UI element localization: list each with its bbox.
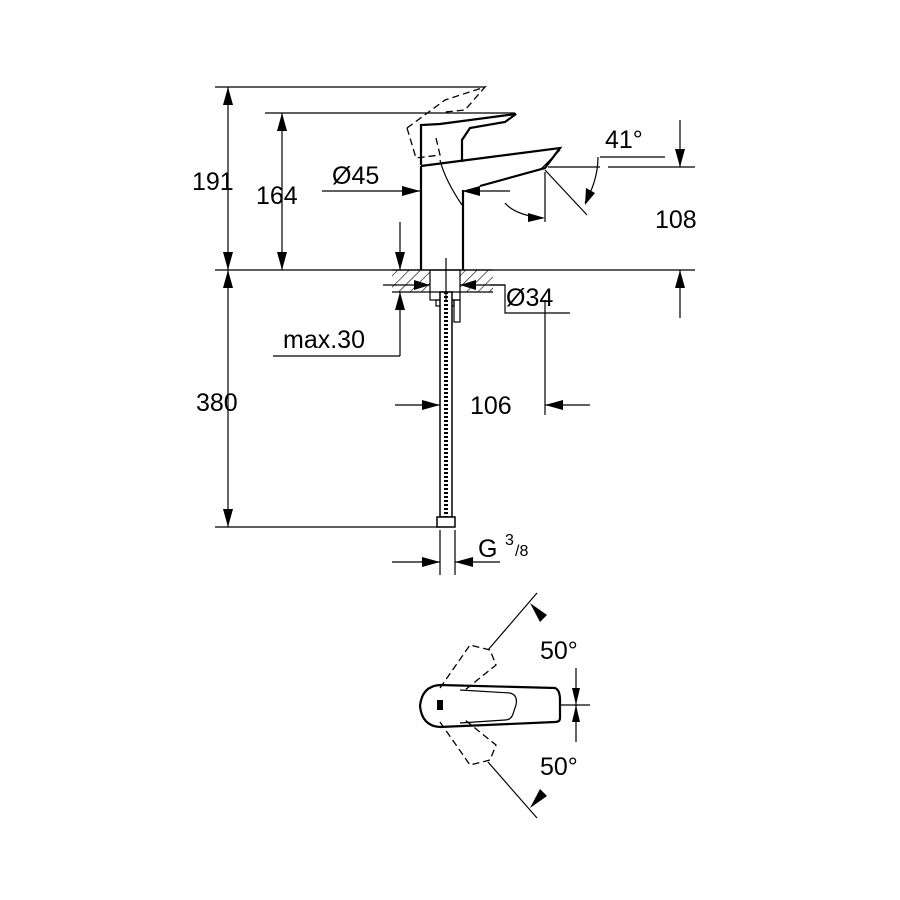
label-max30: max.30 <box>283 326 365 354</box>
label-thread-num: 3 <box>505 532 514 549</box>
label-41deg: 41° <box>605 126 643 154</box>
dimension-108: 108 <box>655 120 697 318</box>
label-swivel-right: 50° <box>540 753 578 781</box>
faucet-body <box>406 85 563 270</box>
dimension-164: 164 <box>256 113 298 270</box>
label-d34: Ø34 <box>506 284 553 312</box>
plan-view-lever: 50° 50° <box>418 592 590 819</box>
label-d45: Ø45 <box>332 162 379 190</box>
dimension-106: 106 <box>395 392 590 420</box>
dimension-d45: Ø45 <box>322 162 510 196</box>
dimension-41deg: 41° <box>504 126 665 222</box>
label-191: 191 <box>192 168 234 196</box>
label-108: 108 <box>655 206 697 234</box>
dimension-d34: Ø34 <box>490 284 570 314</box>
dimension-max30: max.30 <box>273 222 405 357</box>
label-164: 164 <box>256 182 298 210</box>
label-380: 380 <box>196 389 238 417</box>
label-swivel-left: 50° <box>540 637 578 665</box>
countertop-section <box>383 269 505 323</box>
supply-hose <box>436 258 456 528</box>
dimension-191: 191 <box>192 87 234 270</box>
label-106: 106 <box>470 392 512 420</box>
label-thread-den: /8 <box>515 543 528 560</box>
label-thread-g: G <box>478 535 497 563</box>
dimension-380: 380 <box>196 270 238 527</box>
dimension-thread: G 3 /8 <box>392 530 528 575</box>
